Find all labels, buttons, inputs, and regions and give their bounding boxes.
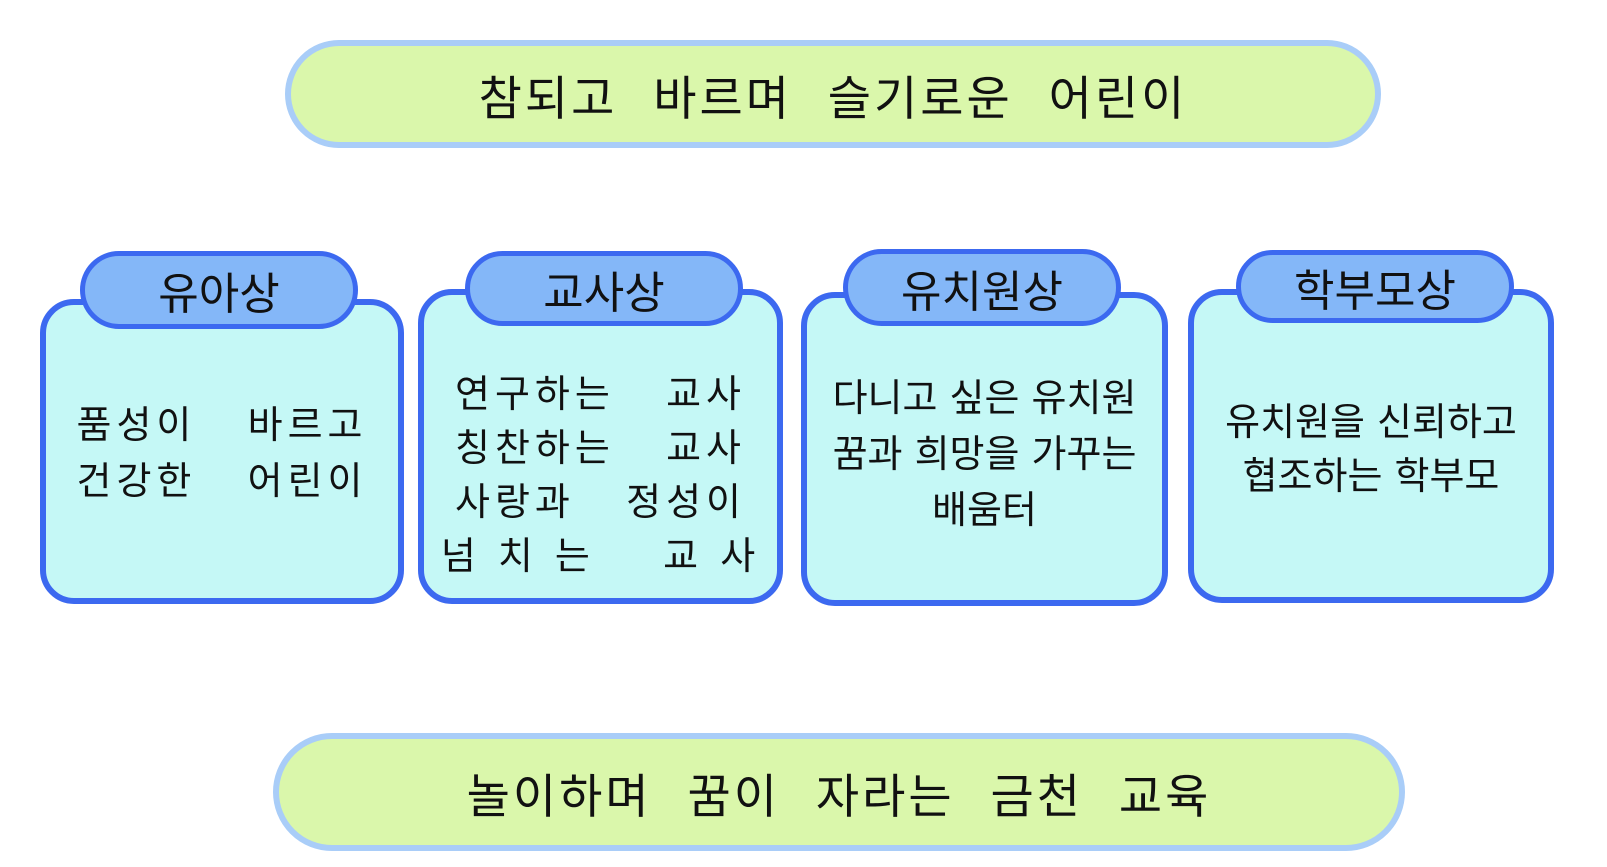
card-teacher-ideal-body: 연구하는 교사 칭찬하는 교사 사랑과 정성이 넘 치 는 교 사 <box>424 367 777 583</box>
card-line: 칭찬하는 교사 <box>455 426 746 470</box>
card-child-ideal: 품성이 바르고 건강한 어린이 <box>40 299 404 604</box>
tab-label: 교사상 <box>543 267 665 319</box>
card-child-ideal-body: 품성이 바르고 건강한 어린이 <box>46 397 398 509</box>
card-parent-ideal: 유치원을 신뢰하고 협조하는 학부모 <box>1188 289 1554 603</box>
tab-teacher-ideal: 교사상 <box>465 251 743 326</box>
bottom-banner-text: 놀이하며 꿈이 자라는 금천 교육 <box>466 769 1212 825</box>
tab-label: 유아상 <box>158 269 280 320</box>
card-line: 유치원을 신뢰하고 <box>1225 400 1517 444</box>
card-line: 꿈과 희망을 가꾸는 <box>832 432 1137 476</box>
tab-kindergarten-ideal: 유치원상 <box>843 249 1121 326</box>
card-line: 다니고 싶은 유치원 <box>832 376 1137 420</box>
tab-child-ideal: 유아상 <box>80 251 358 329</box>
card-line: 품성이 바르고 <box>76 403 368 447</box>
card-parent-ideal-body: 유치원을 신뢰하고 협조하는 학부모 <box>1194 395 1548 503</box>
bottom-banner: 놀이하며 꿈이 자라는 금천 교육 <box>273 733 1405 851</box>
card-line: 연구하는 교사 <box>455 372 746 416</box>
tab-label: 학부모상 <box>1294 265 1456 317</box>
card-teacher-ideal: 연구하는 교사 칭찬하는 교사 사랑과 정성이 넘 치 는 교 사 <box>418 289 783 604</box>
card-line: 배움터 <box>932 488 1037 532</box>
card-line: 넘 치 는 교 사 <box>440 534 761 578</box>
card-line: 사랑과 정성이 <box>455 480 746 524</box>
card-line: 건강한 어린이 <box>76 459 368 503</box>
card-kindergarten-ideal: 다니고 싶은 유치원 꿈과 희망을 가꾸는 배움터 <box>801 292 1168 606</box>
top-banner: 참되고 바르며 슬기로운 어린이 <box>285 40 1381 148</box>
top-banner-text: 참되고 바르며 슬기로운 어린이 <box>478 71 1188 127</box>
tab-parent-ideal: 학부모상 <box>1236 250 1514 323</box>
card-line: 협조하는 학부모 <box>1242 454 1500 498</box>
tab-label: 유치원상 <box>901 266 1063 318</box>
card-kindergarten-ideal-body: 다니고 싶은 유치원 꿈과 희망을 가꾸는 배움터 <box>807 370 1162 538</box>
